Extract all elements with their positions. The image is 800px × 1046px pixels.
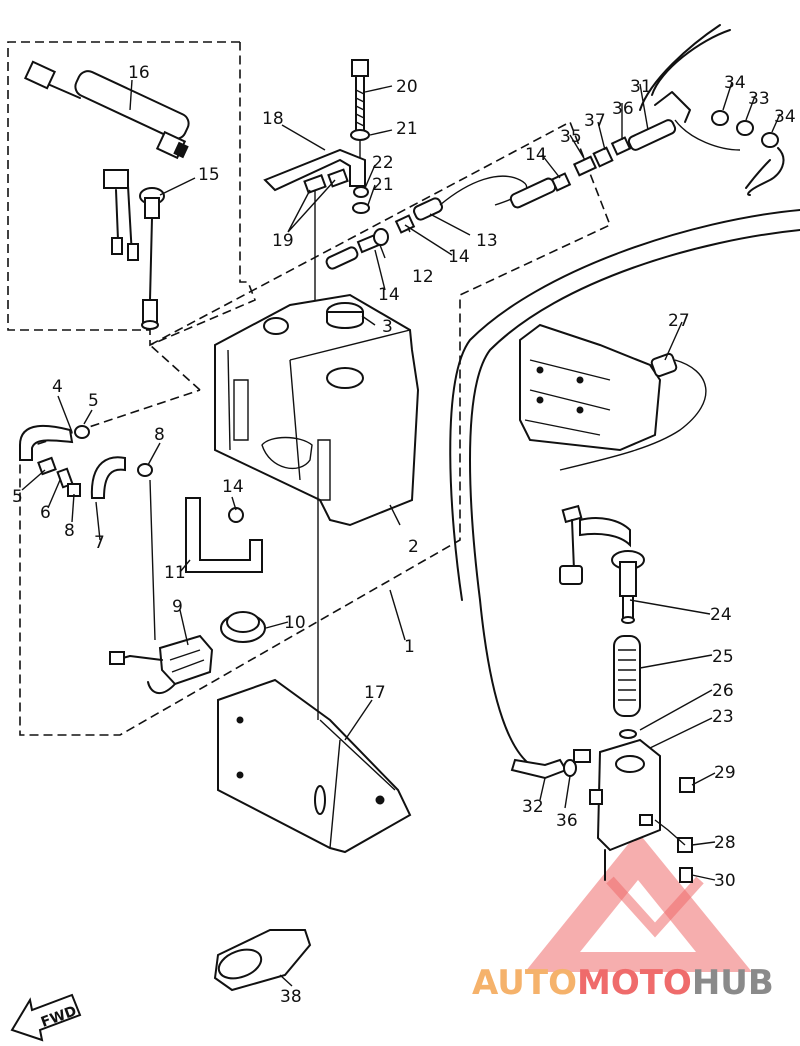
callout-37: 37 — [584, 111, 606, 131]
callout-15: 15 — [198, 165, 220, 185]
callout-34-b: 34 — [774, 107, 796, 127]
callout-6: 6 — [40, 503, 51, 523]
callout-8-right: 8 — [154, 425, 165, 445]
hold-down-bolt — [350, 59, 370, 214]
engine-outline — [449, 24, 800, 771]
svg-text:AUTOMOTOHUB: AUTOMOTOHUB — [472, 963, 774, 1003]
callout-32: 32 — [522, 797, 544, 817]
fuel-pump — [109, 611, 266, 695]
grommet — [213, 929, 312, 992]
callout-14-a: 14 — [448, 247, 470, 267]
callout-27: 27 — [668, 311, 690, 331]
callout-11: 11 — [164, 563, 186, 583]
callout-1: 1 — [404, 637, 415, 657]
callout-21-upper: 21 — [396, 119, 418, 139]
watermark-part3: HUB — [692, 963, 774, 1003]
callout-18: 18 — [262, 109, 284, 129]
callout-19: 19 — [272, 231, 294, 251]
callout-36-top: 36 — [612, 99, 634, 119]
callout-26: 26 — [712, 681, 734, 701]
callout-5-top: 5 — [88, 391, 99, 411]
callout-36-bottom: 36 — [556, 811, 578, 831]
callout-13: 13 — [476, 231, 498, 251]
callout-9: 9 — [172, 597, 183, 617]
callout-20: 20 — [396, 77, 418, 97]
callout-2: 2 — [408, 537, 419, 557]
callout-24: 24 — [710, 605, 732, 625]
watermark-text: AUTOMOTOHUB — [472, 963, 774, 1003]
callout-25: 25 — [712, 647, 734, 667]
leader-lines — [21, 79, 781, 987]
watermark-part1: AUTO — [472, 963, 577, 1003]
callout-12: 12 — [412, 267, 434, 287]
left-hoses — [19, 424, 263, 641]
callout-21-lower: 21 — [372, 175, 394, 195]
callout-4: 4 — [52, 377, 63, 397]
callout-17: 17 — [364, 683, 386, 703]
callout-22: 22 — [372, 153, 394, 173]
callout-labels: 16 15 20 18 21 22 21 19 13 14 12 14 14 3… — [12, 63, 796, 1007]
engine-block — [519, 323, 707, 471]
callout-34-a: 34 — [724, 73, 746, 93]
wiring-harness — [23, 60, 190, 160]
callout-3: 3 — [382, 317, 393, 337]
fuel-tank — [214, 293, 420, 527]
callout-5-bottom: 5 — [12, 487, 23, 507]
water-separator-assembly — [510, 504, 695, 883]
callout-31: 31 — [630, 77, 652, 97]
callout-8-left: 8 — [64, 521, 75, 541]
callout-33: 33 — [748, 89, 770, 109]
callout-28: 28 — [714, 833, 736, 853]
callout-38: 38 — [280, 987, 302, 1007]
frame-link — [149, 344, 201, 391]
watermark-triangle — [525, 832, 752, 972]
callout-14-b: 14 — [378, 285, 400, 305]
mounting-bracket — [217, 500, 412, 854]
callout-35: 35 — [560, 127, 582, 147]
callout-7: 7 — [94, 533, 105, 553]
watermark-part2: MOTO — [577, 963, 692, 1003]
fwd-arrow: FWD — [10, 993, 82, 1042]
callout-29: 29 — [714, 763, 736, 783]
callout-23: 23 — [712, 707, 734, 727]
callout-10: 10 — [284, 613, 306, 633]
callout-14-d: 14 — [222, 477, 244, 497]
watermark-logo — [525, 832, 752, 972]
fuel-gauge-sender — [103, 169, 165, 330]
callout-30: 30 — [714, 871, 736, 891]
callout-16: 16 — [128, 63, 150, 83]
callout-14-c: 14 — [525, 145, 547, 165]
